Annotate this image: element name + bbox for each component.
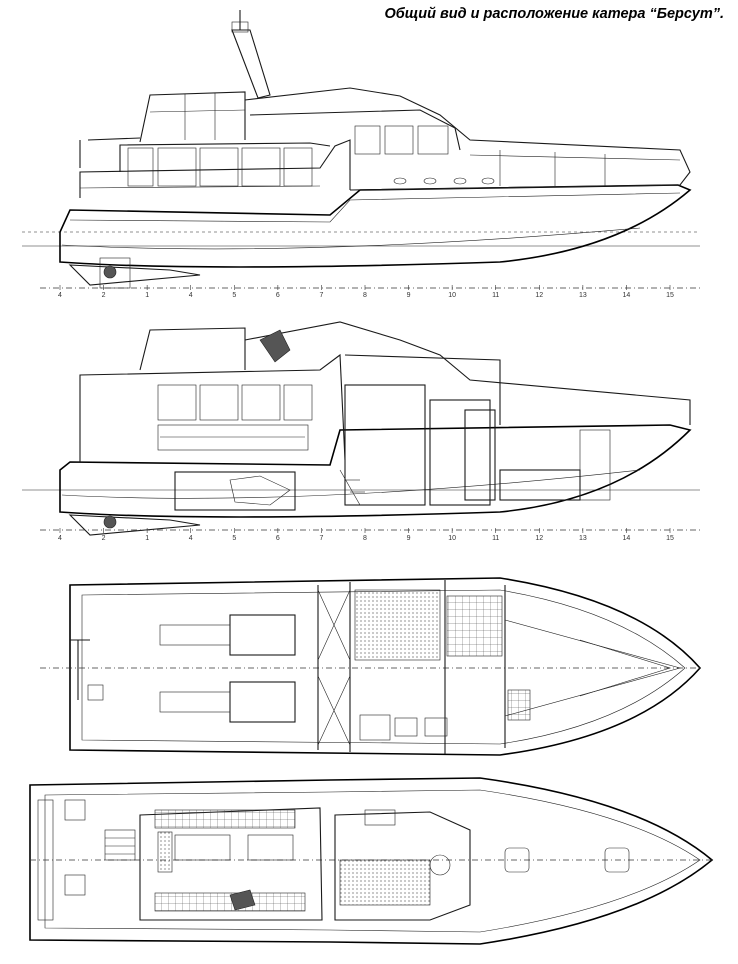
upper-deck-plan-view: [29, 777, 714, 945]
frame-label: 5: [232, 292, 236, 299]
frame-label: 15: [666, 535, 674, 542]
frame-label: 13: [579, 292, 587, 299]
frame-label: 1: [145, 535, 149, 542]
frame-label: 10: [448, 535, 456, 542]
frame-label: 14: [623, 535, 631, 542]
frame-label: 4: [189, 535, 193, 542]
frame-label: 8: [363, 535, 367, 542]
lower-deck-plan-view: [40, 577, 702, 756]
frame-label: 2: [102, 535, 106, 542]
frame-label: 1: [145, 292, 149, 299]
frame-label: 12: [535, 535, 543, 542]
frame-label: 12: [535, 292, 543, 299]
frame-label: 13: [579, 535, 587, 542]
frame-label: 6: [276, 535, 280, 542]
frame-label: 11: [492, 292, 499, 299]
frame-label: 4: [58, 292, 62, 299]
frame-label: 9: [407, 292, 411, 299]
frame-label: 6: [276, 292, 280, 299]
drawing-title: Общий вид и расположение катера “Берсут”…: [384, 6, 724, 22]
section-profile-view: [22, 321, 700, 536]
frame-label: 14: [623, 292, 631, 299]
frame-label: 8: [363, 292, 367, 299]
side-profile-view: [22, 10, 700, 289]
frame-label: 10: [448, 292, 456, 299]
frame-label: 15: [666, 292, 674, 299]
frame-label: 9: [407, 535, 411, 542]
frame-label: 7: [319, 292, 323, 299]
frame-label: 11: [492, 535, 499, 542]
frame-label: 4: [189, 292, 193, 299]
frame-label: 4: [58, 535, 62, 542]
frame-label: 5: [232, 535, 236, 542]
frame-label: 7: [319, 535, 323, 542]
frame-label: 2: [102, 292, 106, 299]
